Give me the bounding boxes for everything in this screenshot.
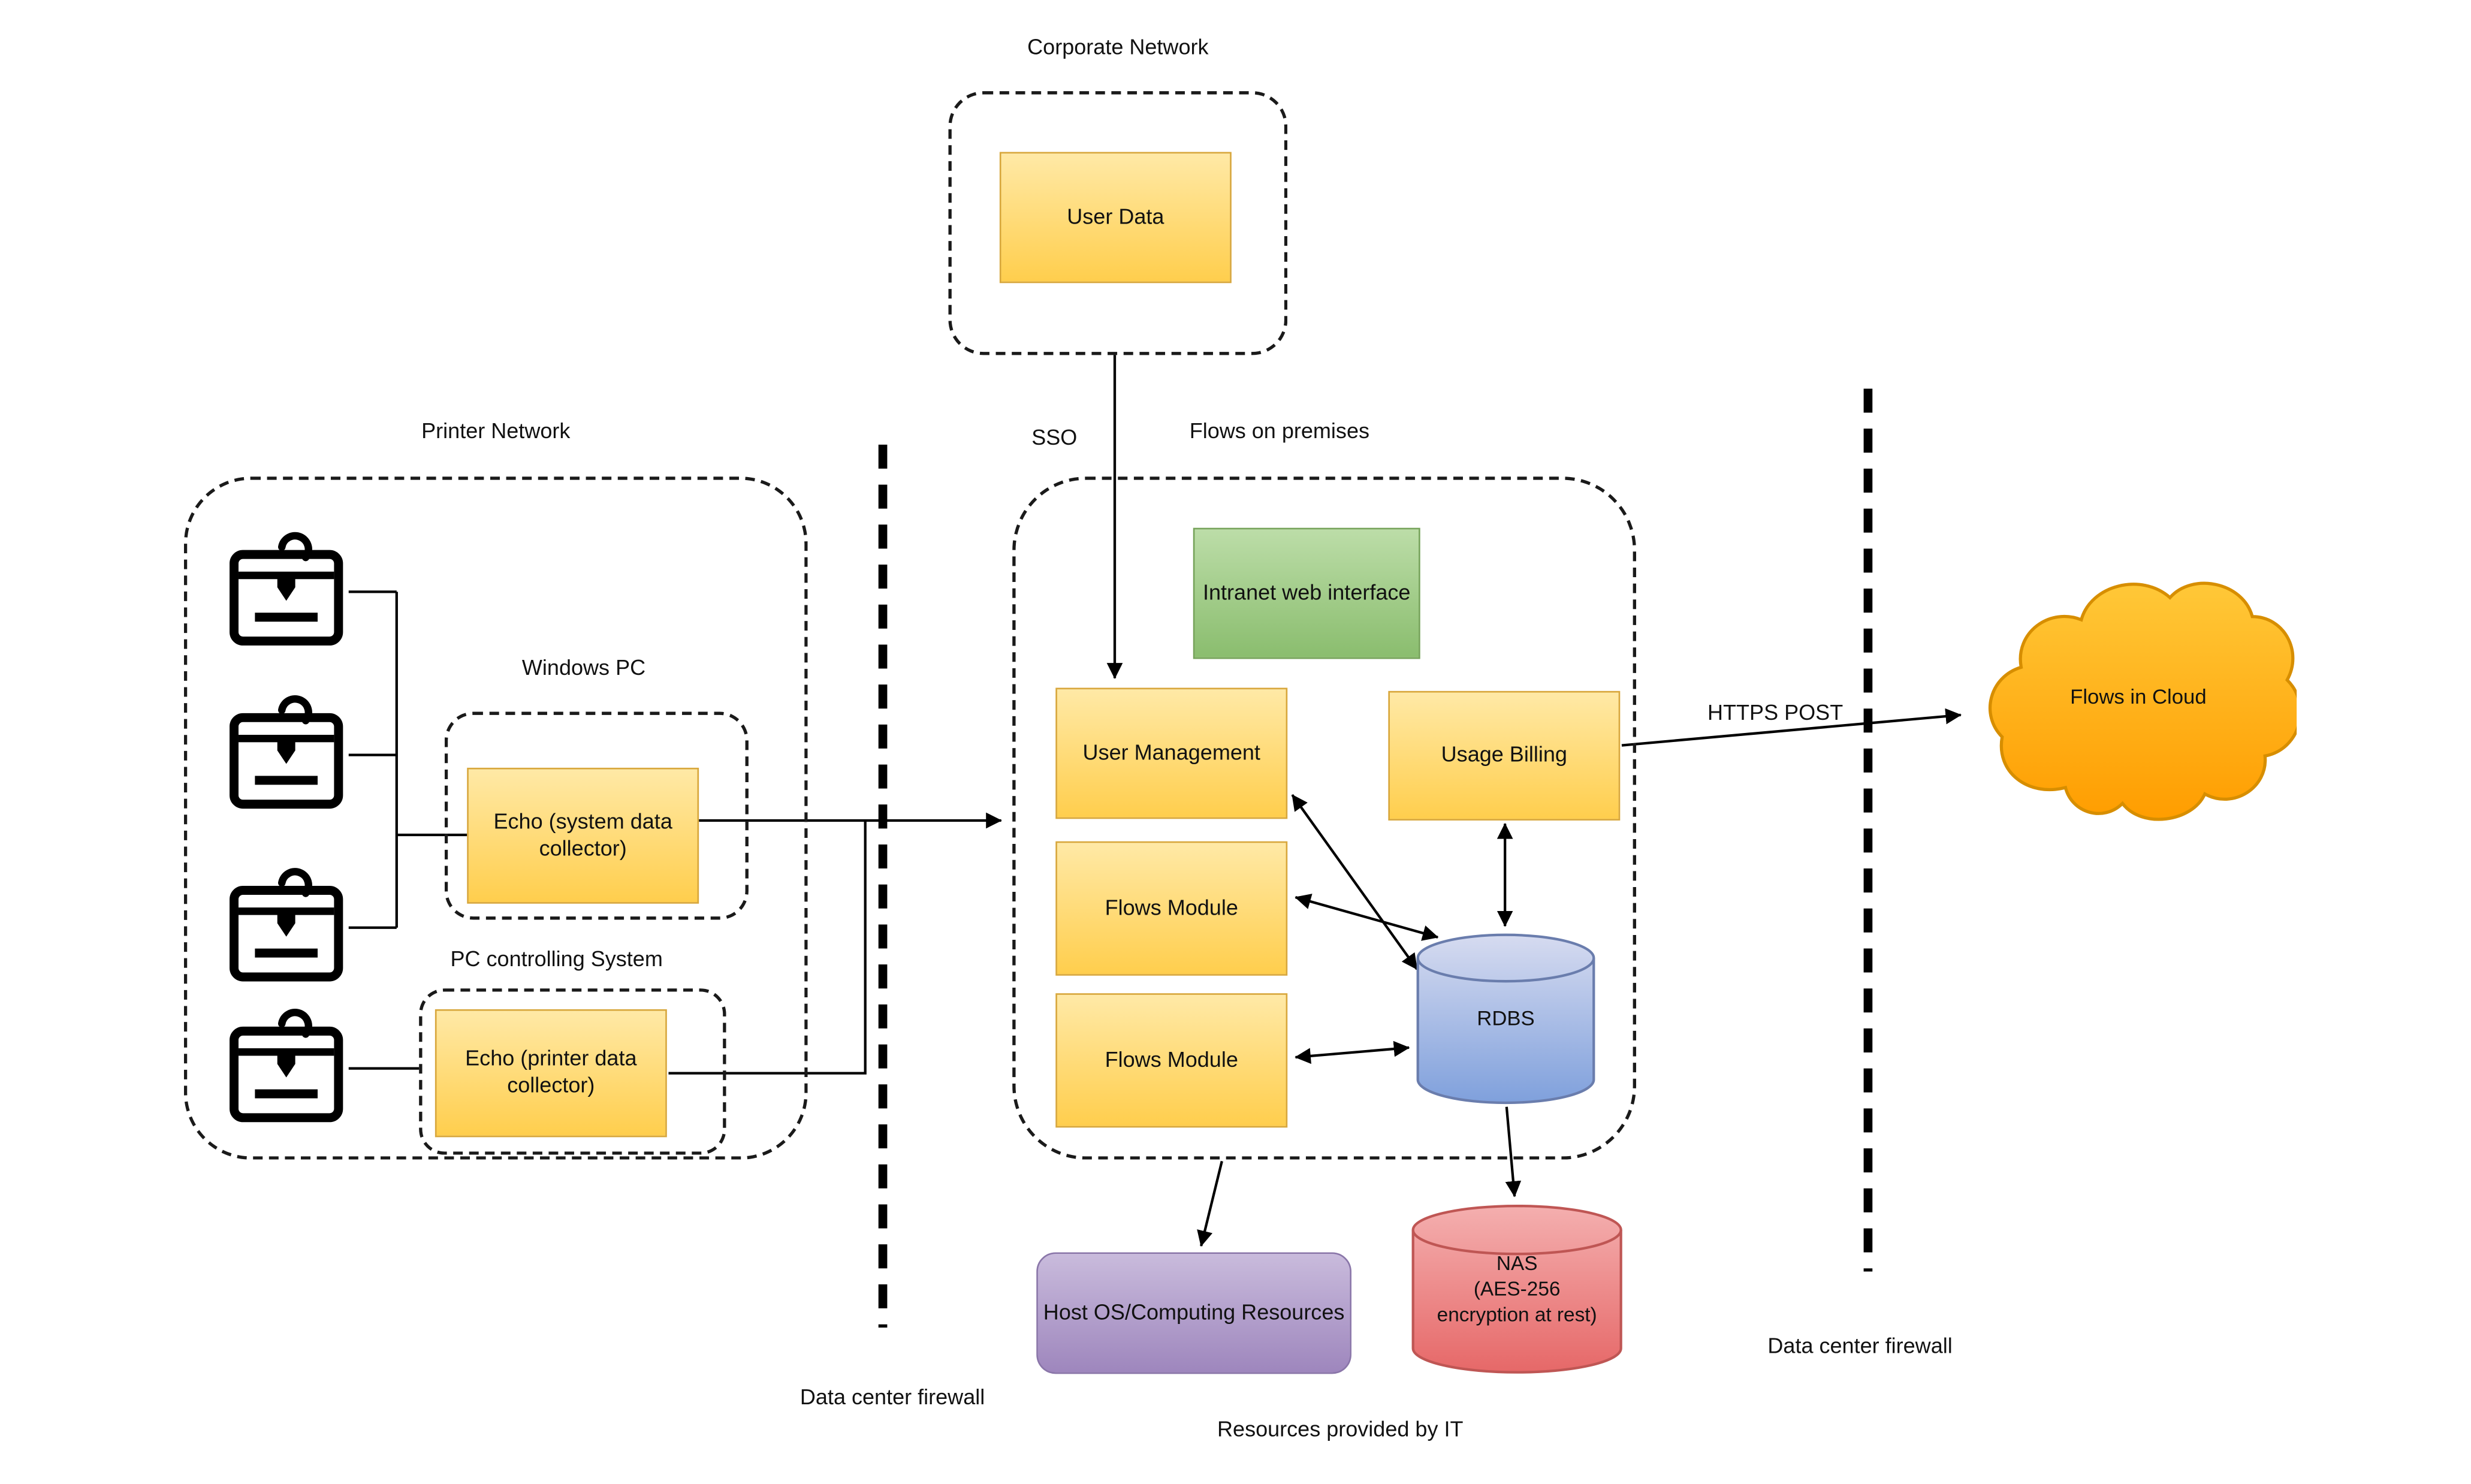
node-flows-in-cloud: Flows in Cloud — [1980, 552, 2297, 843]
group-label-flows-on-premises: Flows on premises — [1189, 419, 1370, 444]
node-usage-billing: Usage Billing — [1388, 690, 1621, 821]
nas-label: NAS (AES-256 encryption at rest) — [1437, 1251, 1597, 1326]
group-flows-on-premises — [1012, 476, 1636, 1160]
node-echo-printer-collector: Echo (printer data collector) — [435, 1009, 667, 1138]
group-windows-pc — [444, 711, 749, 920]
label-firewall-left: Data center firewall — [799, 1385, 985, 1410]
printer-3d-icon — [219, 687, 354, 822]
group-pc-controlling-system — [419, 988, 726, 1155]
cloud-icon — [1988, 581, 2297, 821]
node-flows-module-top: Flows Module — [1055, 841, 1288, 976]
node-flows-module-bottom: Flows Module — [1055, 993, 1288, 1128]
node-intranet-web-interface: Intranet web interface — [1193, 527, 1420, 659]
printer-3d-icon — [219, 524, 354, 659]
nas-cylinder-icon — [1411, 1204, 1622, 1374]
group-corporate-network — [948, 91, 1288, 355]
label-sso: SSO — [1031, 425, 1078, 450]
printer-3d-icon — [219, 1002, 354, 1136]
group-label-corporate-network: Corporate Network — [1027, 35, 1209, 59]
label-pc-controlling-system: PC controlling System — [450, 946, 663, 971]
node-echo-system-collector: Echo (system data collector) — [467, 767, 699, 904]
node-user-data: User Data — [999, 152, 1232, 283]
cloud-label: Flows in Cloud — [2070, 683, 2207, 708]
group-printer-network — [183, 476, 808, 1160]
label-resources-provided-by-it: Resources provided by IT — [1217, 1417, 1464, 1441]
database-cylinder-icon — [1416, 933, 1595, 1105]
group-label-printer-network: Printer Network — [421, 419, 571, 444]
printer-3d-icon — [219, 861, 354, 995]
label-firewall-right: Data center firewall — [1767, 1334, 1953, 1358]
rdbs-label: RDBS — [1477, 1005, 1535, 1030]
node-nas: NAS (AES-256 encryption at rest) — [1411, 1203, 1624, 1376]
node-rdbs: RDBS — [1416, 933, 1597, 1105]
label-windows-pc: Windows PC — [521, 656, 646, 680]
node-host-os: Host OS/Computing Resources — [1036, 1252, 1351, 1374]
label-https-post: HTTPS POST — [1707, 700, 1844, 725]
edge-premises-hostos — [1197, 1160, 1223, 1247]
node-user-management: User Management — [1055, 687, 1288, 819]
